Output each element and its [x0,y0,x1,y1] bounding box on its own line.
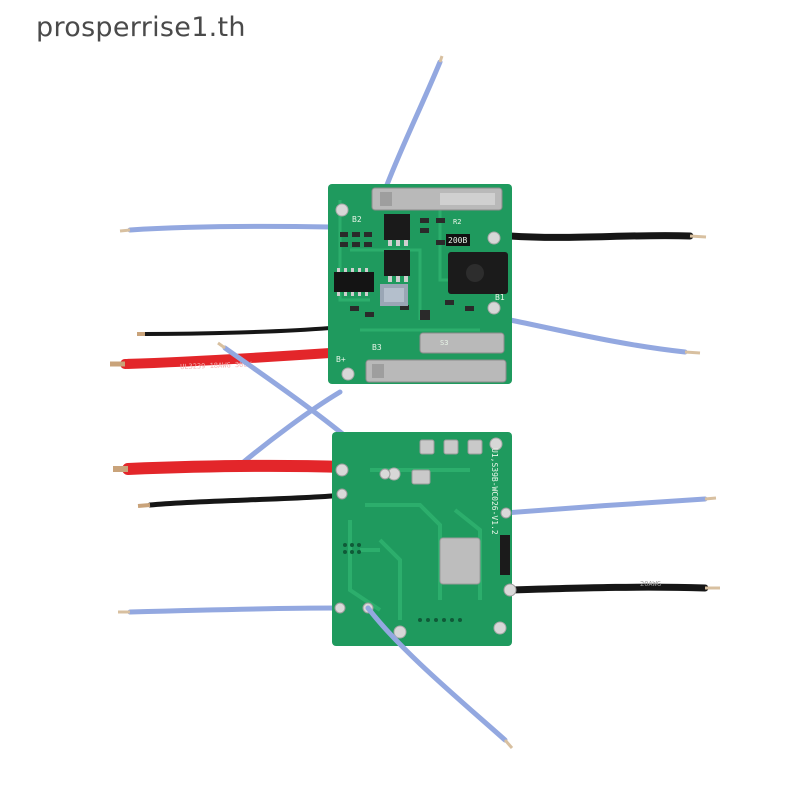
blue-wire-top-left [127,223,333,233]
mounting-hole-icon [387,437,507,639]
blue-wire-bottom-left [127,605,341,615]
silk-s3: S3 [440,339,448,347]
silk-r2: R2 [453,218,461,226]
wire-tip [438,55,444,63]
black-wire-bottom-left [147,492,348,508]
wire-tip [689,234,707,239]
silk-b2: B2 [352,215,362,224]
wire-tip [704,496,717,501]
mosfet-icon [384,250,410,282]
blue-wire-top-up [382,59,443,193]
ic-chip-icon [334,268,374,296]
wire-tip [503,739,514,749]
black-wire-print: 20AWG [640,580,661,588]
bottom-pcb-board [332,432,512,646]
blue-wire-top-right [507,317,688,355]
wire-tip [119,228,131,233]
top-board-assembly: UL3239 18AWG 300V [110,55,707,473]
bottom-board-assembly: 20AWG [113,389,720,749]
mounting-hole-icon [335,203,501,381]
black-wire-top-left [143,326,332,336]
silk-b3: B3 [372,343,382,352]
top-board-wires: UL3239 18AWG 300V [110,55,707,372]
silk-part-number: U1,S39B-WC026-V1.2 [490,448,499,535]
black-wire-bottom-right [506,583,709,594]
silk-bplus: B+ [336,355,346,364]
blue-wire-bottom-right [502,496,708,516]
via-dots [343,543,462,622]
resistor-code: 200B [448,236,467,245]
silk-b1: B1 [495,293,505,302]
solder-pad-icon [411,439,510,585]
inductor-icon [380,284,408,306]
mosfet-icon [384,214,410,246]
battery-tab-icon [371,187,503,211]
blue-wire-bottom-down [365,605,508,743]
smd-components [340,218,474,320]
wire-tip [684,350,701,355]
store-watermark: prosperrise1.th [36,12,246,43]
red-wire-top-left [120,348,335,369]
dc-jack-icon [448,252,508,294]
current-sense-resistor: 200B [446,234,470,246]
wire-tip [217,341,226,350]
red-wire-print: UL3239 18AWG 300V [180,361,253,372]
red-wire-bottom-left [122,459,351,475]
bottom-board-wires: 20AWG [113,389,720,615]
solder-joints [334,463,517,614]
wire-tip [137,503,151,508]
black-wire-top-right [506,232,694,241]
blue-wire-diagonal-back [237,389,343,468]
battery-tab-icon [365,332,507,383]
